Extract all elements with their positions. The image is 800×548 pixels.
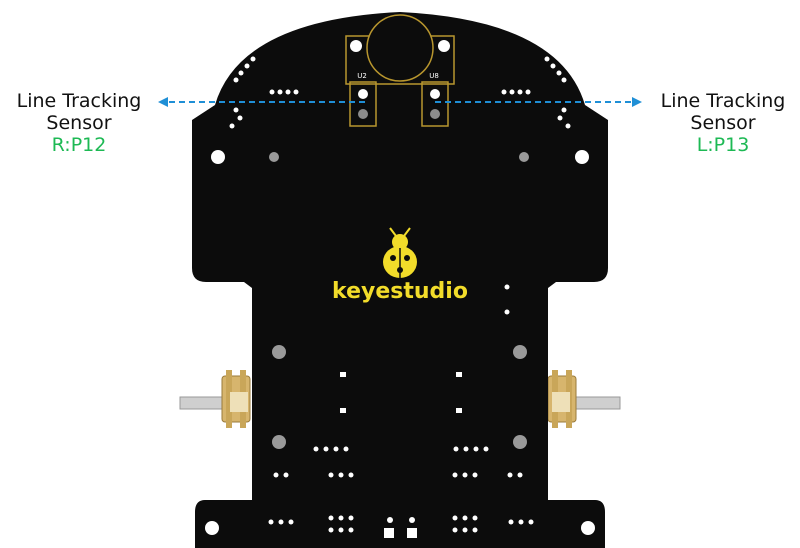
right-motor: [547, 370, 621, 428]
brand-text: keyestudio: [332, 279, 468, 304]
sensor-u8-id: U8: [429, 72, 439, 80]
right-label-line1: Line Tracking: [660, 90, 786, 112]
pcb-board: [192, 12, 608, 548]
left-label-line2: Sensor: [46, 112, 112, 134]
ladybug-icon: [383, 227, 417, 278]
sensor-u2-id: U2: [357, 72, 367, 80]
left-sensor-pin: R:P12: [51, 134, 107, 156]
front-dots-left: [229, 56, 299, 129]
keyestudio-logo: keyestudio: [332, 227, 468, 304]
battery-holder-outline: [345, 14, 455, 85]
right-sensor-label: Line Tracking Sensor L:P13: [648, 90, 798, 156]
left-motor: [179, 370, 251, 428]
mounting-holes: [205, 150, 595, 535]
front-dots-right: [501, 56, 571, 129]
left-sensor-label: Line Tracking Sensor R:P12: [4, 90, 154, 156]
sensor-u8: U8: [421, 72, 449, 127]
right-label-line2: Sensor: [690, 112, 756, 134]
right-sensor-pin: L:P13: [696, 134, 750, 156]
lower-pads: [268, 284, 534, 538]
left-label-line1: Line Tracking: [16, 90, 142, 112]
sensor-u2: U2: [349, 72, 377, 127]
